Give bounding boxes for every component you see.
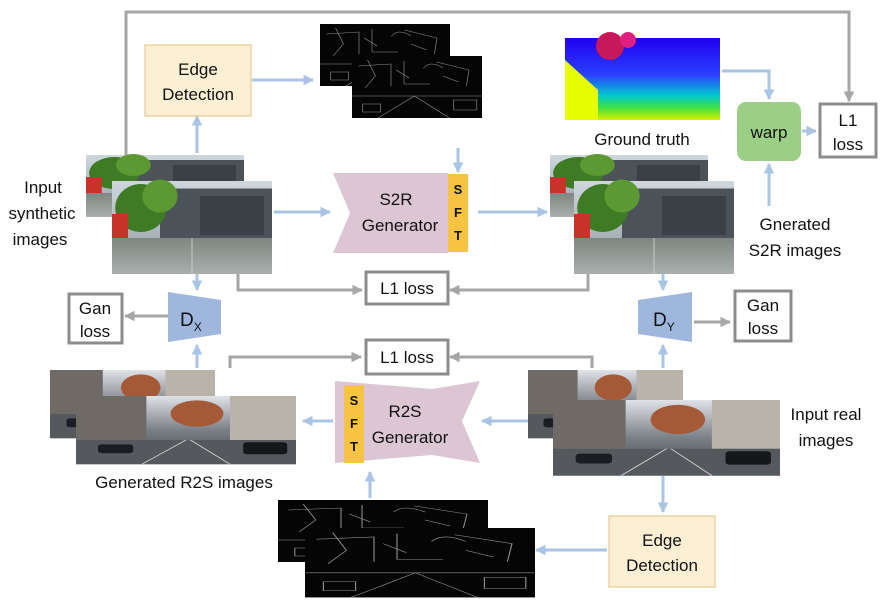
generated-r2s-label: Generated R2S images — [95, 473, 273, 492]
connector-real-to-l1-low — [448, 351, 594, 368]
generated-s2r-line2: S2R images — [749, 241, 842, 260]
gan-loss-right-line2: loss — [748, 319, 778, 338]
dy-sub: Y — [667, 320, 675, 334]
connector-synthetic-to-l1-mid — [236, 272, 364, 296]
connector-synthetic-to-l1-top — [124, 10, 855, 155]
edge-map-top-image — [319, 23, 483, 119]
input-synthetic-line2: synthetic — [8, 204, 76, 223]
l1-loss-right-line1: L1 — [839, 111, 858, 130]
input-real-line1: Input real — [791, 405, 862, 424]
r2s-generator-shape — [335, 381, 480, 463]
s2r-generator: S F T S2R Generator — [333, 173, 468, 253]
s2r-sft-s: S — [454, 182, 463, 197]
ground-truth-label: Ground truth — [594, 130, 689, 149]
l1-loss-right-box: L1 loss — [818, 102, 878, 159]
s2r-sft-block — [448, 174, 468, 252]
dx-main: D — [180, 310, 194, 331]
svg-text:DX: DX — [180, 310, 202, 334]
dx-sub: X — [194, 320, 202, 334]
gan-loss-right-box: Gan loss — [733, 289, 793, 343]
s2r-generator-line1: S2R — [379, 190, 412, 209]
l1-loss-low-label: L1 loss — [380, 348, 434, 367]
dx-discriminator: DX — [168, 292, 221, 342]
r2s-sft-t: T — [350, 439, 358, 454]
l1-loss-right-line2: loss — [833, 135, 863, 154]
warp-box: warp — [737, 102, 801, 161]
r2s-sft-s: S — [350, 393, 359, 408]
s2r-generator-line2: Generator — [362, 216, 439, 235]
r2s-generator-line1: R2S — [388, 402, 421, 421]
svg-text:DY: DY — [653, 310, 675, 334]
warp-label: warp — [750, 123, 788, 142]
l1-loss-mid-label: L1 loss — [380, 279, 434, 298]
input-synthetic-image — [85, 153, 273, 275]
edge-map-bottom-image — [277, 499, 536, 599]
connectors — [123, 10, 855, 556]
gan-loss-left-box: Gan loss — [67, 292, 124, 345]
connector-r2s-to-l1-low — [228, 351, 363, 368]
r2s-sft-f: F — [350, 416, 358, 431]
edge-detection-top-box: Edge Detection — [144, 44, 252, 117]
connector-generated-to-l1-mid — [448, 272, 590, 296]
gan-loss-left-line2: loss — [80, 322, 110, 341]
input-synthetic-line1: Input — [24, 178, 62, 197]
r2s-sft-block — [344, 385, 364, 463]
edge-detection-bottom-line2: Detection — [626, 556, 698, 575]
gan-loss-right-line1: Gan — [747, 296, 779, 315]
dy-main: D — [653, 310, 667, 331]
generated-s2r-line1: Gnerated — [760, 215, 831, 234]
r2s-generator-line2: Generator — [372, 428, 449, 447]
connector-groundtruth-to-warp — [722, 69, 775, 101]
input-real-image — [527, 369, 782, 477]
input-real-line2: images — [799, 431, 854, 450]
edge-detection-bottom-box: Edge Detection — [608, 515, 716, 588]
s2r-sft-f: F — [454, 205, 462, 220]
edge-detection-bottom-line1: Edge — [642, 531, 682, 550]
dy-discriminator: DY — [638, 292, 692, 342]
generated-s2r-image — [549, 153, 735, 275]
r2s-generator: S F T R2S Generator — [335, 381, 480, 463]
edge-detection-top-line1: Edge — [178, 60, 218, 79]
l1-loss-low-box: L1 loss — [364, 338, 450, 376]
generated-r2s-image — [49, 369, 298, 466]
input-synthetic-line3: images — [13, 230, 68, 249]
gan-loss-left-line1: Gan — [79, 299, 111, 318]
l1-loss-mid-box: L1 loss — [364, 270, 450, 306]
s2r-sft-t: T — [454, 228, 462, 243]
ground-truth-image — [565, 32, 720, 120]
edge-detection-top-line2: Detection — [162, 85, 234, 104]
